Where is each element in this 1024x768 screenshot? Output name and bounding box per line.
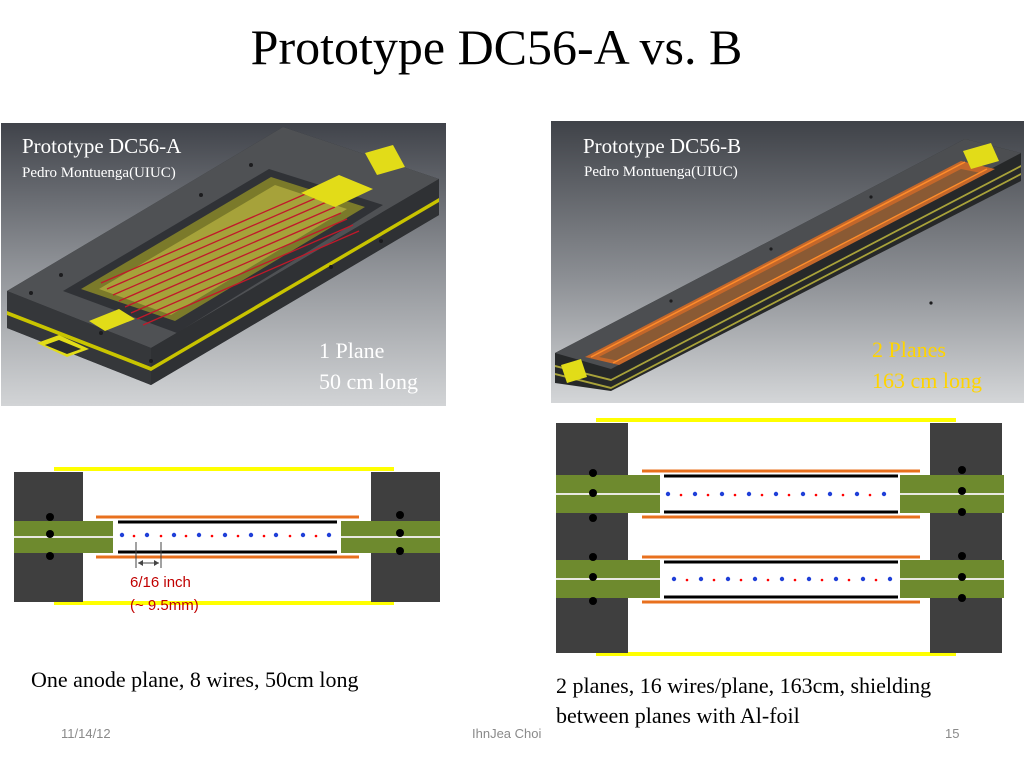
prototype-a-title: Prototype DC56-A bbox=[22, 134, 182, 158]
prototype-b-planes: 2 Planes bbox=[872, 337, 946, 362]
prototype-a-description: One anode plane, 8 wires, 50cm long bbox=[31, 667, 359, 692]
prototype-b-description-line1: 2 planes, 16 wires/plane, 163cm, shieldi… bbox=[556, 673, 932, 698]
prototype-a-render-image bbox=[1, 123, 446, 406]
footer-page-number: 15 bbox=[945, 726, 960, 741]
prototype-b-credit: Pedro Montuenga(UIUC) bbox=[584, 164, 738, 180]
wire-spacing-mm-label: (~ 9.5mm) bbox=[130, 597, 199, 614]
prototype-a-planes: 1 Plane bbox=[319, 338, 385, 363]
prototype-a-credit: Pedro Montuenga(UIUC) bbox=[22, 165, 176, 181]
prototype-b-length: 163 cm long bbox=[872, 368, 982, 393]
prototype-b-render bbox=[551, 121, 1024, 403]
prototype-a-render bbox=[1, 123, 446, 406]
footer-date: 11/14/12 bbox=[61, 726, 111, 741]
wire-spacing-label: 6/16 inch bbox=[130, 574, 191, 591]
footer-author: IhnJea Choi bbox=[472, 726, 542, 741]
prototype-a-length: 50 cm long bbox=[319, 369, 418, 394]
prototype-b-render-image bbox=[551, 121, 1024, 403]
prototype-a-cross-section bbox=[14, 464, 440, 608]
frame-left bbox=[556, 423, 628, 653]
slide-title: Prototype DC56-A vs. B bbox=[250, 19, 743, 75]
frame-right bbox=[930, 423, 1002, 653]
prototype-b-title: Prototype DC56-B bbox=[583, 134, 742, 158]
prototype-b-description-line2: between planes with Al-foil bbox=[556, 703, 800, 728]
prototype-b-cross-section bbox=[556, 416, 1004, 658]
